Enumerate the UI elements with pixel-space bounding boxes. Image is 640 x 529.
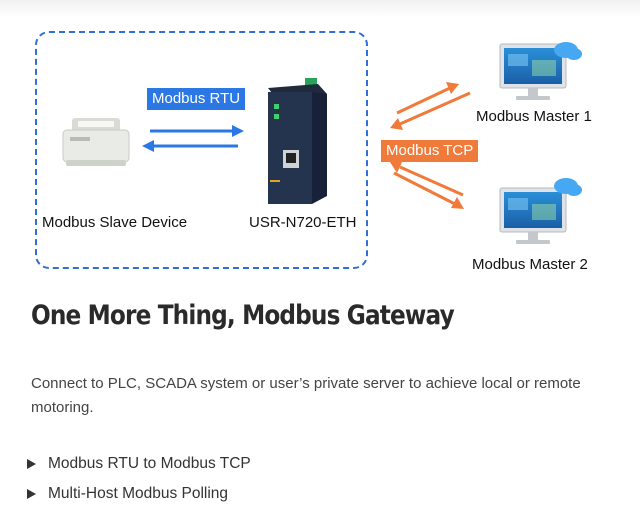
monitor-cloud-icon <box>499 42 582 100</box>
modbus-rtu-tag: Modbus RTU <box>147 88 246 110</box>
section-title: One More Thing, Modbus Gateway <box>31 300 455 331</box>
local-network-boundary <box>35 31 368 269</box>
triangle-bullet-icon <box>27 459 36 469</box>
list-item-label: Multi-Host Modbus Polling <box>48 485 229 502</box>
slave-device-label: Modbus Slave Device <box>42 214 188 231</box>
tcp-arrows <box>390 82 471 209</box>
master2-label: Modbus Master 2 <box>472 256 588 273</box>
feature-list: Modbus RTU to Modbus TCP Multi-Host Modb… <box>27 449 251 509</box>
list-item: Modbus RTU to Modbus TCP <box>27 449 251 479</box>
list-item-label: Modbus RTU to Modbus TCP <box>48 455 251 472</box>
section-description: Connect to PLC, SCADA system or user’s p… <box>31 375 581 416</box>
modbus-tcp-tag: Modbus TCP <box>381 140 479 162</box>
gateway-label: USR-N720-ETH <box>249 214 357 231</box>
top-fade <box>0 0 640 18</box>
list-item: Multi-Host Modbus Polling <box>27 479 251 509</box>
rtu-arrows <box>142 125 244 152</box>
printer-icon <box>62 118 130 166</box>
master1-label: Modbus Master 1 <box>476 108 592 125</box>
gateway-device-icon <box>268 78 327 204</box>
triangle-bullet-icon <box>27 489 36 499</box>
monitor-cloud-icon <box>499 178 582 244</box>
